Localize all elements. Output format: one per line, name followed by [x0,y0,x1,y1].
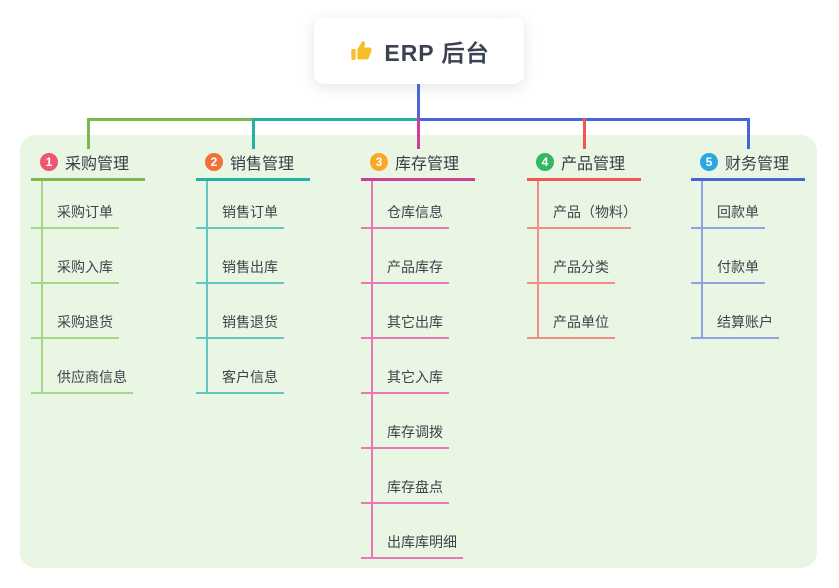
thumbs-up-icon [351,41,373,60]
branch-node-label: 财务管理 [725,156,790,173]
child-node-label: 采购退货 [57,314,113,330]
child-node[interactable]: 采购退货 [31,291,119,339]
child-node[interactable]: 客户信息 [196,346,284,394]
child-node-label: 库存盘点 [387,479,443,495]
child-node-label: 结算账户 [717,314,773,330]
branch-spine-line [41,181,43,394]
branch-node-3[interactable]: 3 库存管理 [361,148,475,181]
child-node-label: 销售出库 [222,259,278,275]
branch-number-badge: 2 [205,153,223,171]
branch-node-2[interactable]: 2 销售管理 [196,148,310,181]
child-node[interactable]: 采购入库 [31,236,119,284]
bus-segment-1 [87,118,255,121]
branch-3: 3 库存管理仓库信息产品库存其它出库其它入库库存调拨库存盘点出库库明细 [361,148,475,559]
child-node[interactable]: 销售出库 [196,236,284,284]
child-node-label: 采购入库 [57,259,113,275]
child-node[interactable]: 结算账户 [691,291,779,339]
child-node[interactable]: 付款单 [691,236,765,284]
root-node-label: ERP 后台 [384,40,490,66]
branch-drop-line-5 [747,118,750,149]
branch-node-5[interactable]: 5 财务管理 [691,148,805,181]
child-node-label: 其它出库 [387,314,443,330]
child-node[interactable]: 销售退货 [196,291,284,339]
branch-2: 2 销售管理销售订单销售出库销售退货客户信息 [196,148,310,394]
child-node[interactable]: 仓库信息 [361,181,449,229]
branch-spine-line [701,181,703,339]
branch-spine-line [206,181,208,394]
child-node[interactable]: 产品（物料） [527,181,637,229]
child-node[interactable]: 库存调拨 [361,401,449,449]
branch-node-label: 销售管理 [230,156,295,173]
branch-node-label: 采购管理 [65,156,130,173]
branch-spine-line [371,181,373,559]
root-node[interactable]: ERP 后台 [314,18,524,84]
child-node-label: 产品分类 [553,259,609,275]
branch-node-4[interactable]: 4 产品管理 [527,148,641,181]
child-node[interactable]: 产品单位 [527,291,615,339]
branch-node-label: 库存管理 [395,156,460,173]
branches-background-panel [20,135,817,568]
child-node-label: 产品单位 [553,314,609,330]
child-node-label: 销售订单 [222,204,278,220]
child-node-label: 其它入库 [387,369,443,385]
child-node-label: 销售退货 [222,314,278,330]
branch-5: 5 财务管理回款单付款单结算账户 [691,148,805,339]
child-node-label: 回款单 [717,204,759,220]
branch-drop-line-1 [87,118,90,149]
child-node-label: 供应商信息 [57,369,127,385]
child-node-label: 仓库信息 [387,204,443,220]
branch-4: 4 产品管理产品（物料） 产品分类产品单位 [527,148,641,339]
root-stem-line [417,84,420,121]
child-node-label: 出库库明细 [387,534,457,550]
branch-spine-line [537,181,539,339]
branch-node-1[interactable]: 1 采购管理 [31,148,145,181]
branch-drop-line-4 [583,118,586,149]
child-node[interactable]: 销售订单 [196,181,284,229]
child-node-label: 付款单 [717,259,759,275]
child-node-label: 库存调拨 [387,424,443,440]
branch-drop-line-3 [417,118,420,149]
branch-node-label: 产品管理 [561,156,626,173]
child-node-label: 客户信息 [222,369,278,385]
child-node[interactable]: 产品分类 [527,236,615,284]
branch-number-badge: 1 [40,153,58,171]
child-node[interactable]: 供应商信息 [31,346,133,394]
child-node[interactable]: 产品库存 [361,236,449,284]
bus-segment-2 [253,118,419,121]
child-node-label: 采购订单 [57,204,113,220]
branch-1: 1 采购管理采购订单采购入库采购退货供应商信息 [31,148,145,394]
child-node-label: 产品库存 [387,259,443,275]
branch-number-badge: 3 [370,153,388,171]
branch-number-badge: 4 [536,153,554,171]
child-node[interactable]: 其它出库 [361,291,449,339]
child-node[interactable]: 库存盘点 [361,456,449,504]
branch-drop-line-2 [252,118,255,149]
branch-number-badge: 5 [700,153,718,171]
child-node[interactable]: 出库库明细 [361,511,463,559]
child-node[interactable]: 回款单 [691,181,765,229]
child-node[interactable]: 其它入库 [361,346,449,394]
child-node-label: 产品（物料） [553,204,637,220]
child-node[interactable]: 采购订单 [31,181,119,229]
